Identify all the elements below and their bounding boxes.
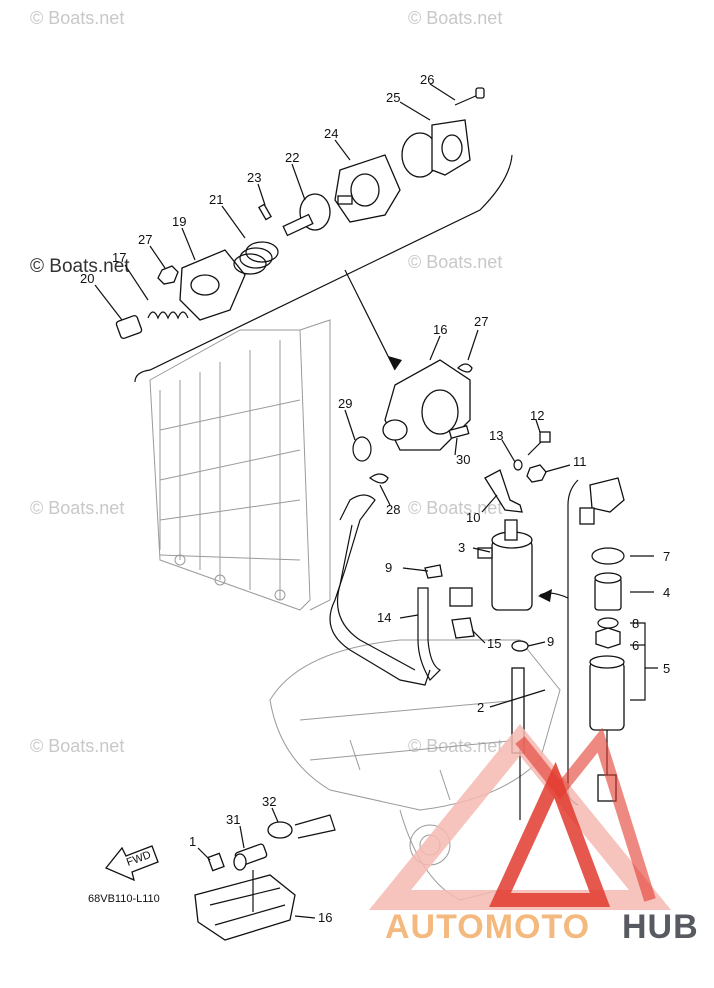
- callout-4: 4: [663, 585, 670, 600]
- engine-block-outline: [149, 319, 331, 611]
- part-13-washer: [513, 459, 523, 471]
- part-24-diaphragm: [401, 119, 471, 178]
- part-16-fuel-pump: [382, 359, 471, 451]
- part-3-filter-assembly: [477, 519, 533, 611]
- callout-11: 11: [573, 454, 587, 469]
- callout-1: 1: [189, 834, 196, 849]
- callout-28: 29: [338, 396, 352, 411]
- watermark-bottom-left: © Boats.net: [30, 736, 124, 756]
- callout-18: 17: [112, 250, 126, 265]
- watermark-lower-right: © Boats.net: [408, 498, 502, 518]
- right-group-bracket: [567, 479, 579, 806]
- callout-32: 16: [318, 910, 332, 925]
- part-11-nut: [526, 464, 547, 483]
- part-23-body: [334, 154, 401, 223]
- upper-group-bracket: [134, 154, 513, 383]
- callout-21: 22: [285, 150, 299, 165]
- callout-25: 26: [420, 72, 434, 87]
- callout-29: 30: [456, 452, 470, 467]
- part-1-plug: [207, 852, 225, 872]
- part-26-nut: [157, 265, 179, 285]
- callout-6: 5: [663, 661, 670, 676]
- hose-outline: [329, 494, 431, 686]
- callout-17: 19: [172, 214, 186, 229]
- part-27-clip-upper: [456, 363, 473, 373]
- part-32-cover: [194, 874, 296, 941]
- callout-26: 27: [138, 232, 152, 247]
- right-leader-arrowhead: [538, 589, 552, 602]
- part-25-screw: [454, 87, 485, 106]
- part-14-hose: [417, 587, 442, 681]
- part-8-ring: [597, 617, 619, 629]
- callout-22: 23: [247, 170, 261, 185]
- bottom-hose: [294, 814, 336, 839]
- leader-arrowhead: [388, 356, 402, 370]
- callout-10: 10: [466, 510, 480, 525]
- brand-name-part1: AUTOMOTO: [385, 908, 590, 946]
- upper-group-leader: [344, 269, 396, 371]
- part-17-housing: [179, 249, 246, 321]
- callout-27-upper: 27: [474, 314, 488, 329]
- callout-14: 14: [377, 610, 391, 625]
- part-12-bolt: [527, 431, 551, 456]
- watermark-mid-right: © Boats.net: [408, 252, 502, 272]
- callout-13: 13: [489, 428, 503, 443]
- watermark-top-left: © Boats.net: [30, 8, 124, 28]
- callout-7: 6: [632, 638, 639, 653]
- part-9-clip-lower: [511, 640, 529, 652]
- brand-name-part2: HUB: [622, 908, 699, 946]
- part-fitting-top: [579, 477, 625, 525]
- fwd-arrow-icon: FWD: [104, 845, 159, 882]
- part-4-strainer: [594, 572, 622, 611]
- connector-plug: [449, 587, 473, 607]
- part-28-oring: [352, 436, 372, 462]
- part-10-bracket: [484, 469, 523, 513]
- part-27-clip-lower: [368, 473, 389, 484]
- callout-2: 2: [477, 700, 484, 715]
- part-15-clamp: [451, 617, 475, 639]
- part-7-nut: [595, 627, 621, 649]
- callout-30: 31: [226, 812, 240, 827]
- callout-leaders: [94, 83, 654, 919]
- callout-12: 12: [530, 408, 544, 423]
- callout-31: 32: [262, 794, 276, 809]
- callout-5: 7: [663, 549, 670, 564]
- callout-3: 3: [458, 540, 465, 555]
- callout-9-upper: 9: [385, 560, 392, 575]
- part-20-spring: [233, 241, 279, 275]
- callout-27-lower: 28: [386, 502, 400, 517]
- watermark-top-right: © Boats.net: [408, 8, 502, 28]
- callout-20: 21: [209, 192, 223, 207]
- part-19-sleeve: [115, 314, 143, 340]
- callout-19: 20: [80, 271, 94, 286]
- callout-24: 25: [386, 90, 400, 105]
- callout-15: 15: [487, 636, 501, 651]
- callout-8: 8: [632, 616, 639, 631]
- part-22-pin: [258, 203, 272, 221]
- callout-23: 24: [324, 126, 338, 141]
- part-18-spring: [147, 311, 189, 320]
- part-30-connector: [233, 843, 268, 871]
- automotohub-logo: [368, 724, 672, 910]
- part-31-clamp: [267, 821, 293, 839]
- diagram-code: 68VB110-L110: [88, 893, 160, 905]
- callout-16: 16: [433, 322, 447, 337]
- watermark-mid-left: © Boats.net: [30, 256, 130, 277]
- callout-9-lower: 9: [547, 634, 554, 649]
- part-29-bolt: [448, 425, 470, 439]
- part-5-oring: [591, 547, 625, 565]
- part-9-clip-upper: [424, 564, 443, 579]
- watermark-lower-left: © Boats.net: [30, 498, 124, 518]
- part-21-plunger: [282, 193, 331, 237]
